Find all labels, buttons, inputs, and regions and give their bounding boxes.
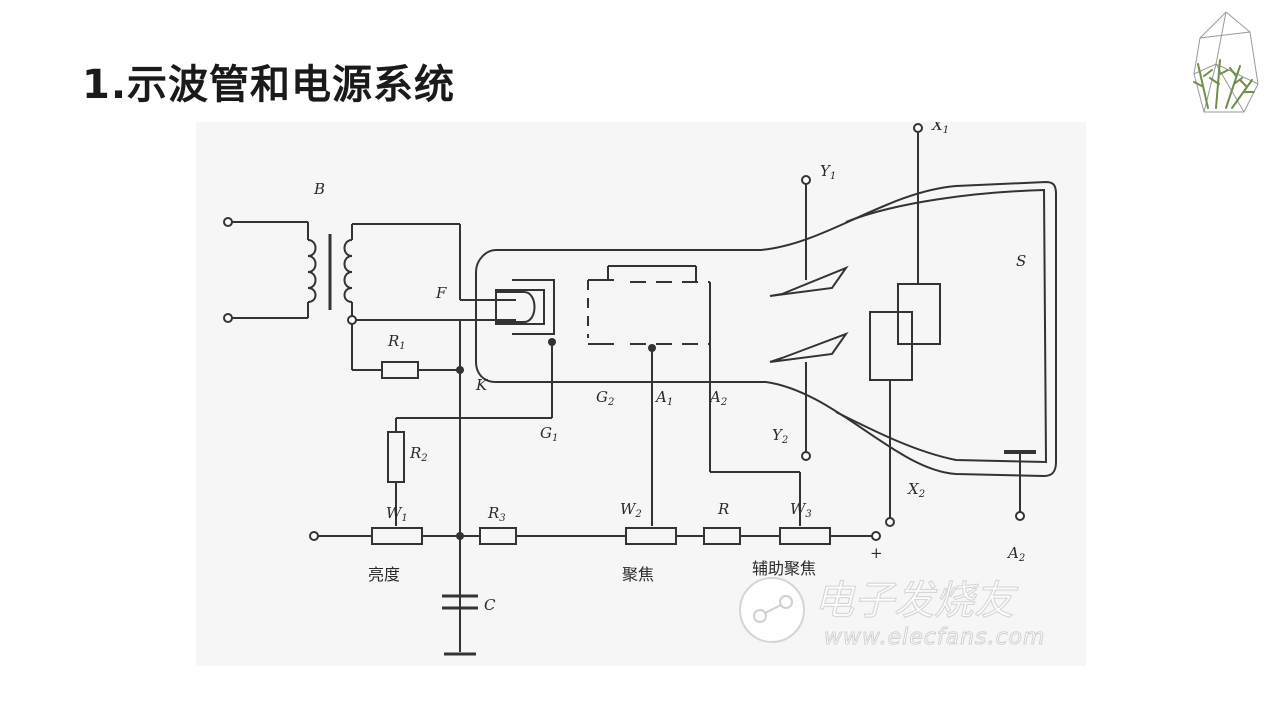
label-r1: R1 — [387, 332, 406, 352]
label-s: S — [1016, 252, 1026, 270]
label-plus: + — [870, 544, 883, 562]
label-a2-top: A2 — [708, 388, 727, 408]
label-g1: G1 — [540, 424, 558, 444]
crt-inner-line — [835, 188, 1048, 464]
label-x2: X2 — [907, 480, 925, 500]
label-x1: X1 — [931, 122, 949, 136]
label-r3: R3 — [487, 504, 506, 524]
elecfans-watermark: 电子发烧友 www.elecfans.com — [739, 577, 1045, 651]
plant-terrarium-logo — [1193, 11, 1259, 113]
label-y2: Y2 — [772, 426, 788, 446]
label-f: F — [435, 284, 447, 302]
label-a1: A1 — [654, 388, 673, 408]
oscilloscope-circuit-diagram: B F R1 K R2 G1 G2 A1 A2 Y1 Y2 X1 X2 S W1… — [196, 122, 1086, 666]
page-title: 1.示波管和电源系统 — [82, 62, 456, 108]
label-y1: Y1 — [820, 162, 836, 182]
label-k: K — [475, 376, 488, 394]
label-g2: G2 — [596, 388, 614, 408]
label-focus: 聚焦 — [622, 565, 654, 584]
label-w2: W2 — [620, 500, 642, 520]
label-aux-focus: 辅助聚焦 — [752, 559, 816, 578]
label-w3: W3 — [790, 500, 812, 520]
label-brightness: 亮度 — [368, 565, 400, 584]
label-w1: W1 — [386, 504, 408, 524]
label-c: C — [484, 596, 496, 614]
label-r: R — [717, 500, 729, 518]
watermark-url: www.elecfans.com — [824, 625, 1045, 650]
label-b: B — [313, 180, 325, 198]
watermark-name: 电子发烧友 — [814, 578, 1019, 624]
label-a2-bottom: A2 — [1006, 544, 1025, 564]
label-r2: R2 — [409, 444, 428, 464]
crt-envelope — [475, 180, 1057, 478]
